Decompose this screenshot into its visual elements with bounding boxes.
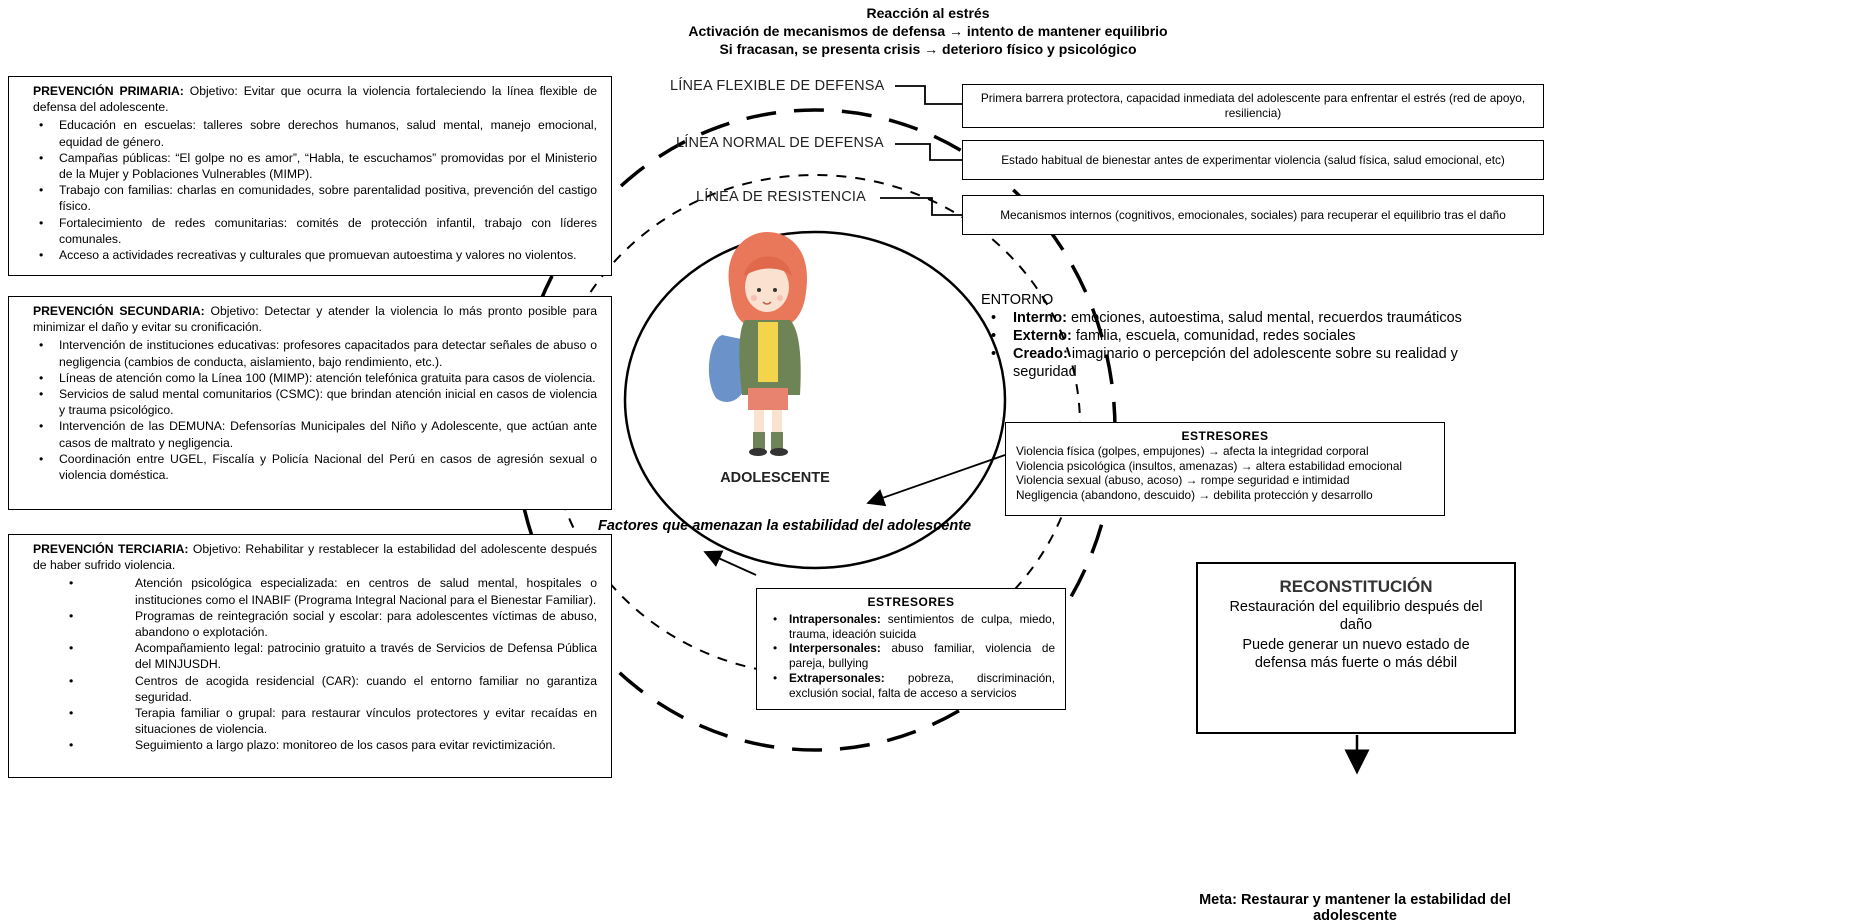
adolescente-label: ADOLESCENTE	[720, 470, 830, 486]
linea-normal-label: LÍNEA NORMAL DE DEFENSA	[676, 135, 884, 151]
prevencion-secundaria-label: PREVENCIÓN SECUNDARIA:	[33, 304, 205, 318]
list-item: Acceso a actividades recreativas y cultu…	[39, 247, 597, 263]
list-item: Extrapersonales: pobreza, discriminación…	[773, 671, 1055, 701]
list-item: Externo: familia, escuela, comunidad, re…	[991, 327, 1515, 345]
list-item: Centros de acogida residencial (CAR): cu…	[69, 673, 597, 705]
estresores-title: ESTRESORES	[867, 595, 955, 609]
prevencion-primaria-list: Educación en escuelas: talleres sobre de…	[33, 117, 597, 263]
prevencion-terciaria-list: Atención psicológica especializada: en c…	[33, 575, 597, 753]
linea-resistencia-box: Mecanismos internos (cognitivos, emocion…	[962, 195, 1544, 235]
reconstitucion-line-1: Restauración del equilibrio después del …	[1229, 599, 1483, 633]
factores-label: Factores que amenazan la estabilidad del…	[598, 518, 972, 534]
list-item: Servicios de salud mental comunitarios (…	[39, 386, 597, 418]
list-item: Violencia psicológica (insultos, amenaza…	[1016, 458, 1403, 473]
list-item: Violencia física (golpes, empujones) → a…	[1016, 443, 1369, 458]
linea-resistencia-label: LÍNEA DE RESISTENCIA	[696, 189, 866, 205]
list-item: Acompañamiento legal: patrocinio gratuit…	[69, 640, 597, 672]
prevencion-secundaria-intro: Objetivo: Detectar y atender la violenci…	[33, 304, 597, 335]
list-item: Coordinación entre UGEL, Fiscalía y Poli…	[39, 451, 597, 483]
prevencion-terciaria-intro: Objetivo: Rehabilitar y restablecer la e…	[33, 542, 597, 573]
entorno-list: Interno: emociones, autoestima, salud me…	[981, 309, 1515, 381]
list-item: Creado: imaginario o percepción del adol…	[991, 345, 1515, 381]
entorno-box: ENTORNO Interno: emociones, autoestima, …	[968, 280, 1528, 392]
list-item: Programas de reintegración social y esco…	[69, 608, 597, 640]
list-item: Interpersonales: abuso familiar, violenc…	[773, 641, 1055, 671]
normal-connector	[895, 143, 962, 161]
estresores-violencia-box: ESTRESORES Violencia física (golpes, emp…	[1005, 422, 1445, 516]
prevencion-terciaria-box: PREVENCIÓN TERCIARIA: Objetivo: Rehabili…	[8, 534, 612, 778]
list-item: Terapia familiar o grupal: para restaura…	[69, 705, 597, 737]
header-title: Reacción al estrés	[866, 5, 990, 21]
prevencion-secundaria-list: Intervención de instituciones educativas…	[33, 337, 597, 483]
estresores2-arrow	[703, 550, 757, 576]
header: Reacción al estrés Activación de mecanis…	[0, 4, 1856, 58]
list-item: Seguimiento a largo plazo: monitoreo de …	[69, 737, 597, 753]
linea-flexible-box: Primera barrera protectora, capacidad in…	[962, 84, 1544, 128]
estresores-title: ESTRESORES	[1181, 429, 1269, 443]
list-item: Intrapersonales: sentimientos de culpa, …	[773, 612, 1055, 642]
reconstitucion-line-2: Puede generar un nuevo estado de defensa…	[1242, 637, 1470, 671]
header-line-3: Si fracasan, se presenta crisis → deteri…	[719, 41, 1137, 57]
list-item: Interno: emociones, autoestima, salud me…	[991, 309, 1515, 327]
prevencion-secundaria-box: PREVENCIÓN SECUNDARIA: Objetivo: Detecta…	[8, 296, 612, 510]
estresores-list: Intrapersonales: sentimientos de culpa, …	[767, 612, 1055, 701]
linea-normal-box: Estado habitual de bienestar antes de ex…	[962, 140, 1544, 180]
meta-text: Meta: Restaurar y mantener la estabilida…	[1199, 892, 1511, 924]
list-item: Intervención de las DEMUNA: Defensorías …	[39, 418, 597, 450]
list-item: Violencia sexual (abuso, acoso) → rompe …	[1016, 473, 1350, 488]
adolescent-illustration	[708, 232, 808, 456]
prevencion-primaria-label: PREVENCIÓN PRIMARIA:	[33, 84, 184, 98]
prevencion-primaria-box: PREVENCIÓN PRIMARIA: Objetivo: Evitar qu…	[8, 76, 612, 276]
list-item: Líneas de atención como la Línea 100 (MI…	[39, 370, 597, 386]
prevencion-primaria-intro: Objetivo: Evitar que ocurra la violencia…	[33, 84, 597, 115]
list-item: Trabajo con familias: charlas en comunid…	[39, 182, 597, 214]
flexible-connector	[895, 85, 962, 105]
estresores-arrow	[866, 454, 1006, 507]
list-item: Negligencia (abandono, descuido) → debil…	[1016, 488, 1373, 503]
list-item: Intervención de instituciones educativas…	[39, 337, 597, 369]
header-line-2: Activación de mecanismos de defensa → in…	[688, 23, 1168, 39]
reconstitucion-box: RECONSTITUCIÓN Restauración del equilibr…	[1196, 562, 1516, 734]
estresores-tipos-box: ESTRESORES Intrapersonales: sentimientos…	[756, 588, 1066, 710]
list-item: Fortalecimiento de redes comunitarias: c…	[39, 215, 597, 247]
reconstitucion-title: RECONSTITUCIÓN	[1279, 577, 1433, 596]
list-item: Atención psicológica especializada: en c…	[69, 575, 597, 607]
resistencia-connector	[880, 197, 962, 216]
list-item: Educación en escuelas: talleres sobre de…	[39, 117, 597, 149]
prevencion-terciaria-label: PREVENCIÓN TERCIARIA:	[33, 542, 189, 556]
list-item: Campañas públicas: “El golpe no es amor”…	[39, 150, 597, 182]
entorno-title: ENTORNO	[981, 292, 1054, 308]
linea-flexible-label: LÍNEA FLEXIBLE DE DEFENSA	[670, 78, 885, 94]
adolescent-circle	[623, 230, 1007, 570]
